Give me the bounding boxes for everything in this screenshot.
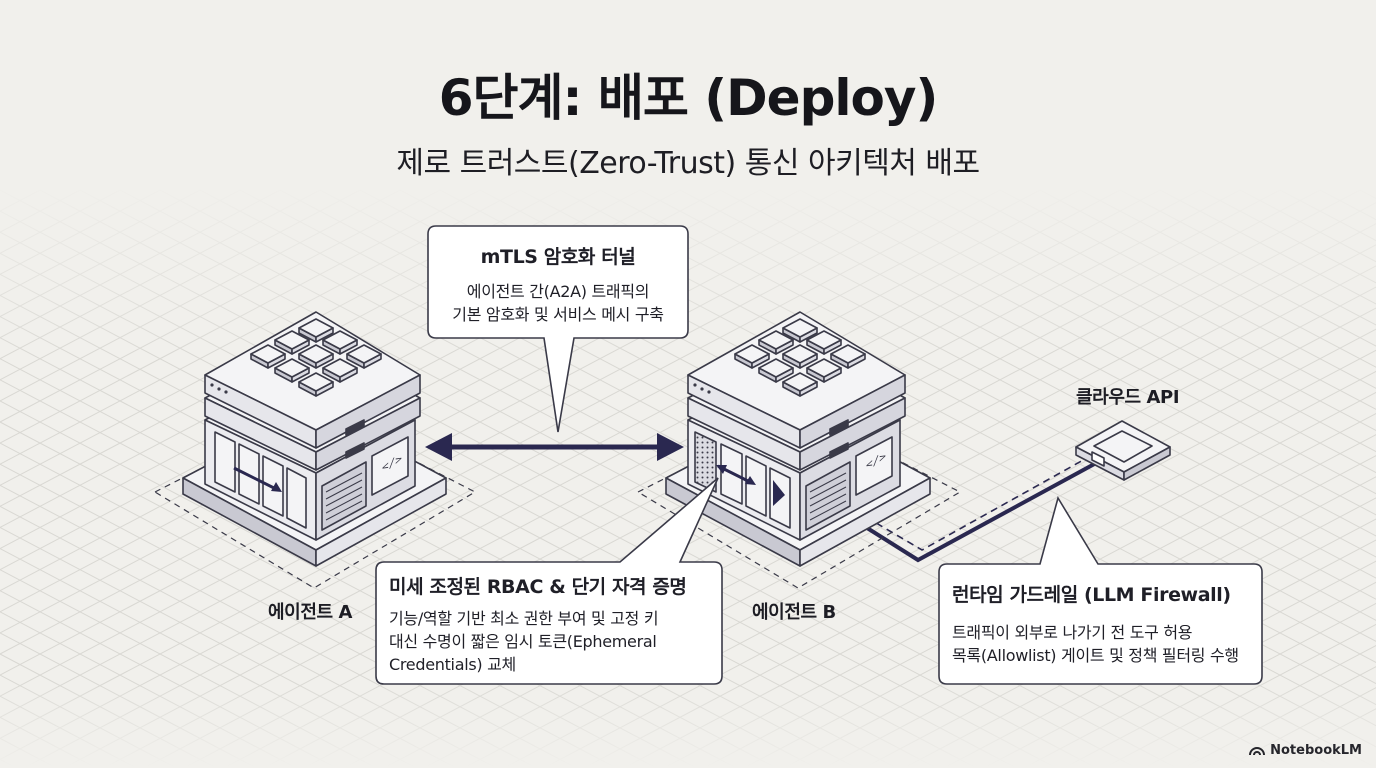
mtls-callout-line: 기본 암호화 및 서비스 메시 구축 <box>452 305 664 324</box>
firewall-callout: 런타임 가드레일 (LLM Firewall) 트래픽이 외부로 나가기 전 도… <box>952 580 1252 667</box>
rbac-callout-heading: 미세 조정된 RBAC & 단기 자격 증명 <box>389 576 687 598</box>
mtls-callout-line: 에이전트 간(A2A) 트래픽의 <box>466 282 650 301</box>
rbac-callout-line: 기능/역할 기반 최소 권한 부여 및 고정 키 <box>389 609 659 628</box>
firewall-callout-line: 목록(Allowlist) 게이트 및 정책 필터링 수행 <box>952 646 1239 665</box>
notebooklm-logo-icon <box>1249 747 1266 756</box>
watermark-text: NotebookLM <box>1270 743 1362 758</box>
rbac-callout-body: 기능/역할 기반 최소 권한 부여 및 고정 키 대신 수명이 짧은 임시 토큰… <box>389 607 714 676</box>
mtls-callout-heading: mTLS 암호화 터널 <box>480 246 636 268</box>
agent-b-label: 에이전트 B <box>752 602 836 623</box>
rbac-callout-line: 대신 수명이 짧은 임시 토큰(Ephemeral <box>389 632 657 651</box>
page-title: 6단계: 배포 (Deploy) <box>438 69 939 127</box>
page-subtitle: 제로 트러스트(Zero-Trust) 통신 아키텍처 배포 <box>396 146 980 181</box>
firewall-callout-heading: 런타임 가드레일 (LLM Firewall) <box>952 584 1231 606</box>
firewall-callout-line: 트래픽이 외부로 나가기 전 도구 허용 <box>952 623 1193 642</box>
mtls-callout-box <box>427 225 689 433</box>
firewall-callout-body: 트래픽이 외부로 나가기 전 도구 허용 목록(Allowlist) 게이트 및… <box>952 621 1252 667</box>
rbac-callout: 미세 조정된 RBAC & 단기 자격 증명 기능/역할 기반 최소 권한 부여… <box>389 572 714 676</box>
cloud-api-label: 클라우드 API <box>1076 387 1180 408</box>
firewall-callout-box <box>938 495 1263 685</box>
agent-b-server: </> <box>637 311 961 589</box>
agent-a-label: 에이전트 A <box>268 602 353 623</box>
notebooklm-watermark: NotebookLM <box>1249 743 1362 758</box>
rbac-callout-line: Credentials) 교체 <box>389 655 516 674</box>
mtls-callout: mTLS 암호화 터널 에이전트 간(A2A) 트래픽의 기본 암호화 및 서비… <box>428 242 688 326</box>
agent-a-server: </> <box>154 311 476 589</box>
cloud-api-box <box>1075 420 1171 481</box>
mtls-tunnel-arrow <box>425 433 684 461</box>
rbac-callout-box <box>375 477 723 685</box>
mtls-callout-body: 에이전트 간(A2A) 트래픽의 기본 암호화 및 서비스 메시 구축 <box>428 280 688 326</box>
